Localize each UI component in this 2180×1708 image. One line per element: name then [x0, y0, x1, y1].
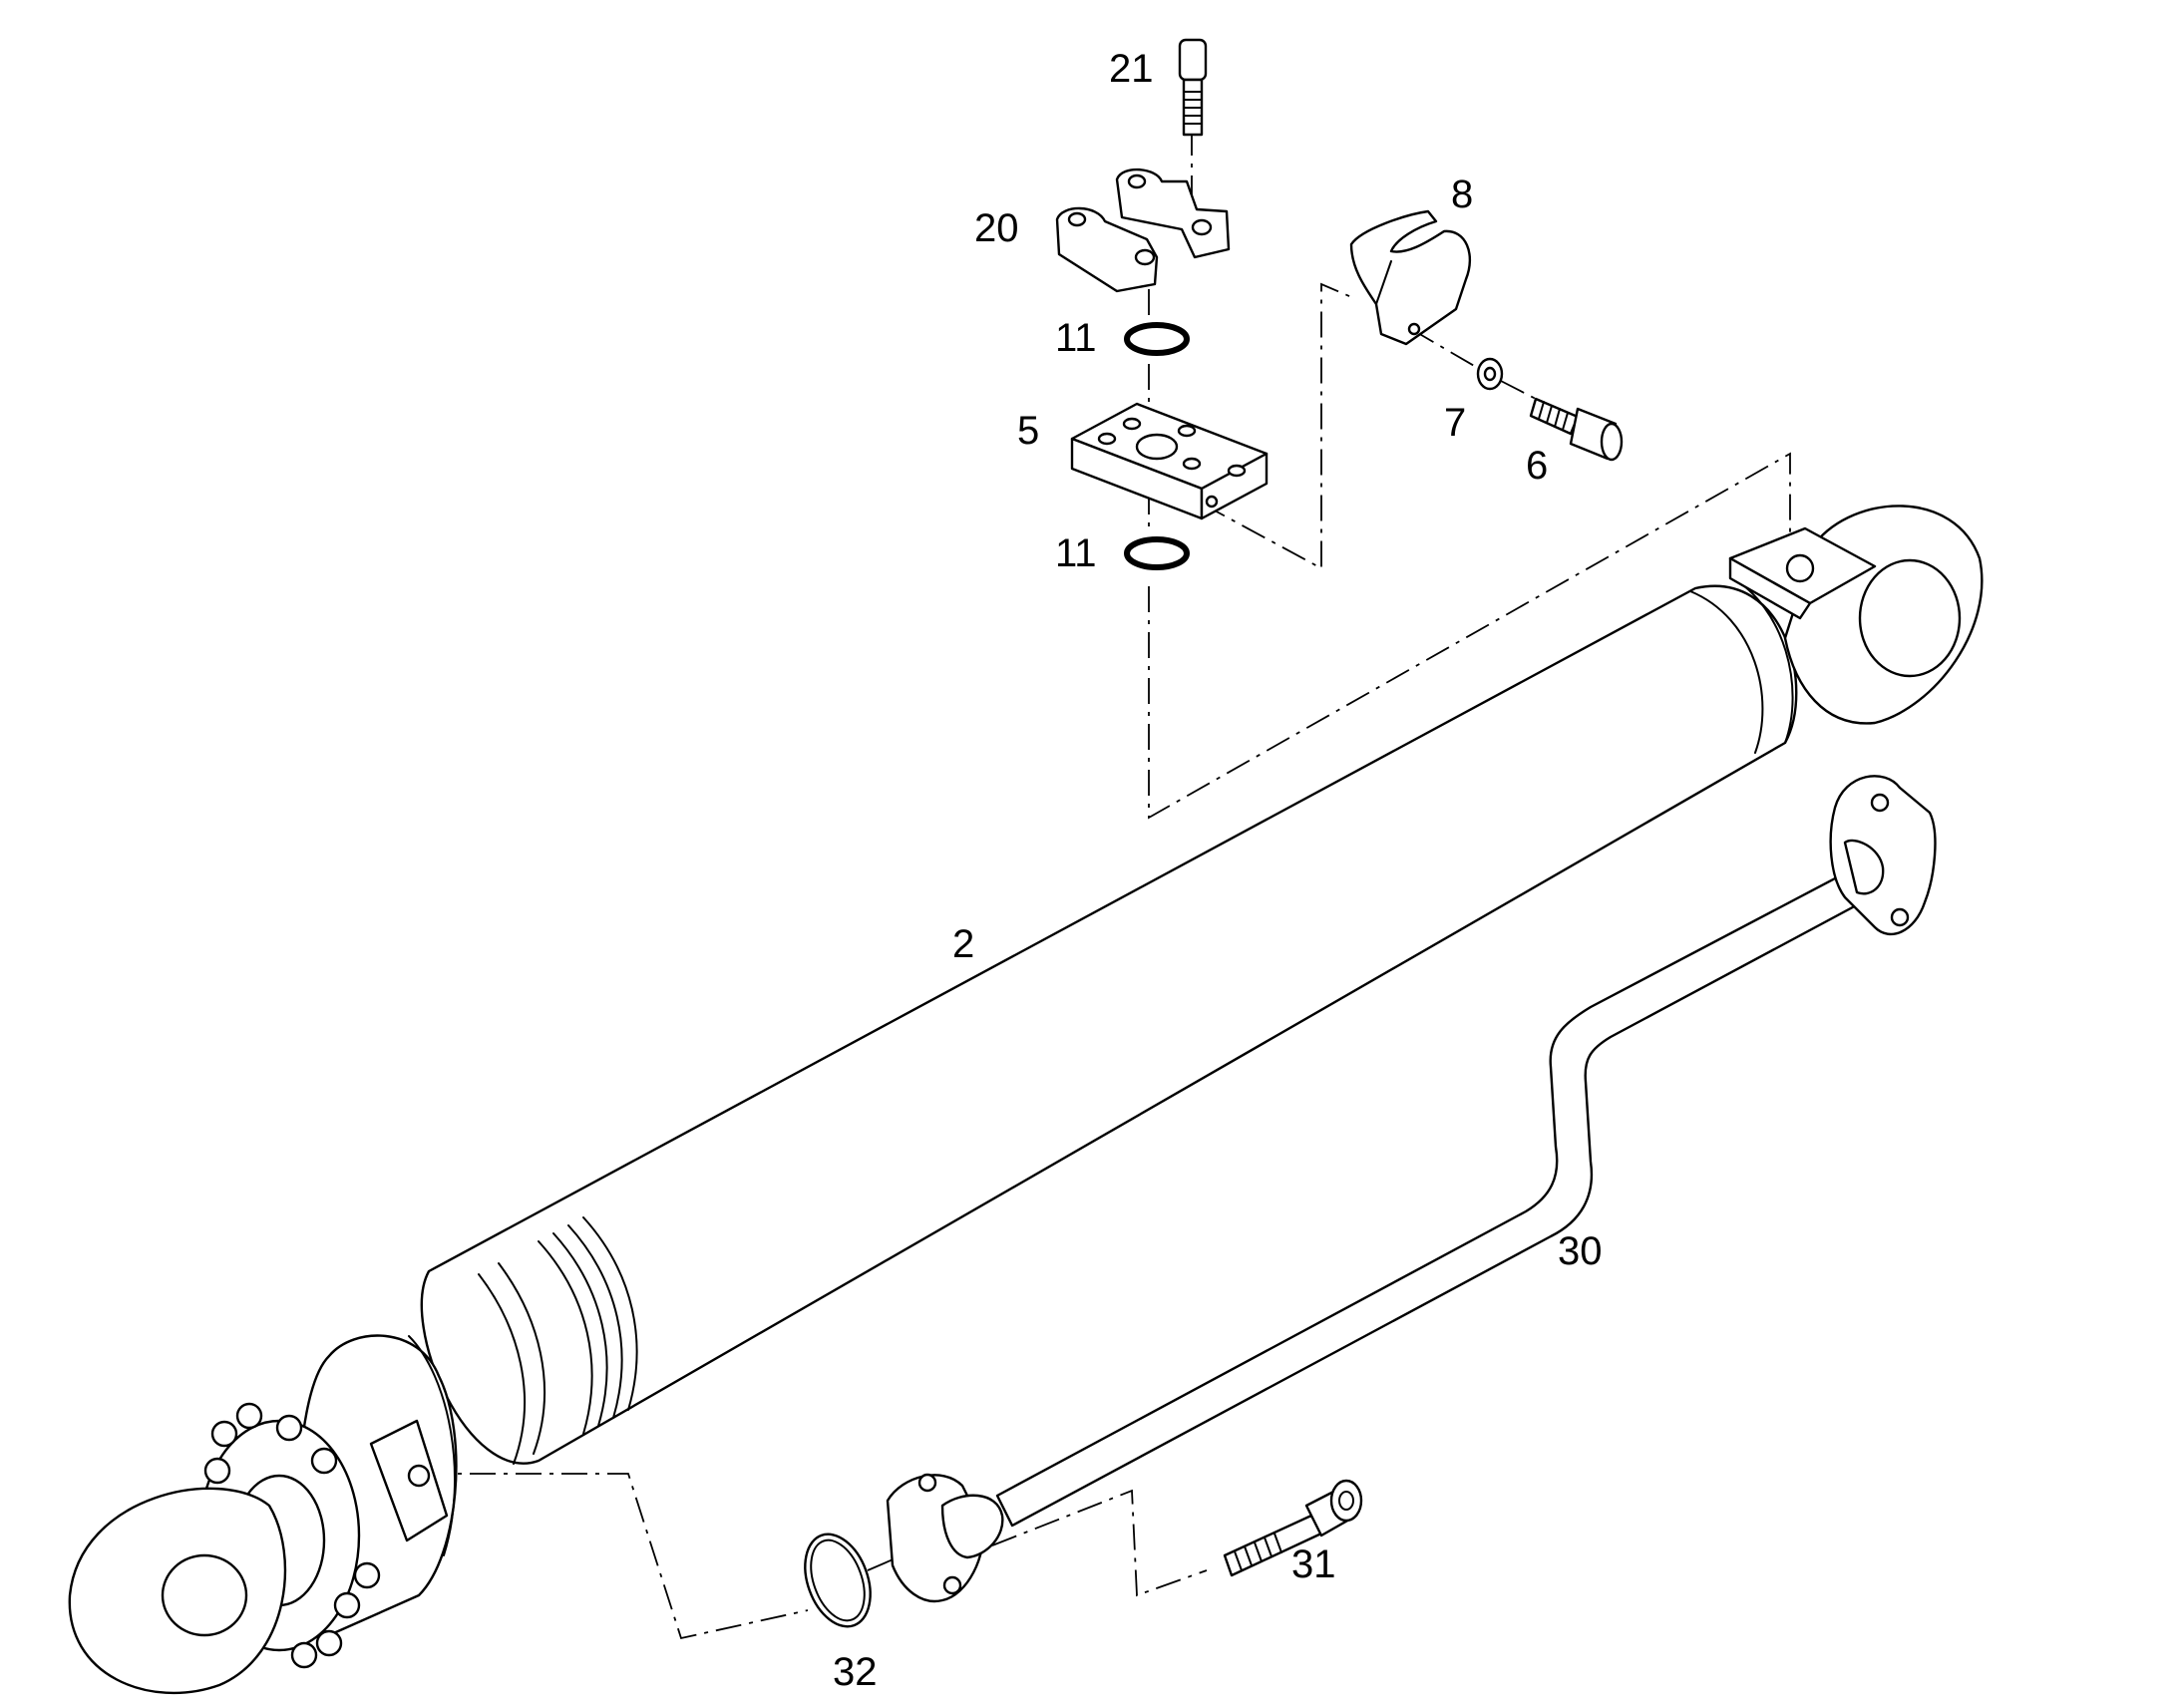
callout-5: 5	[1017, 409, 1039, 453]
leader-oring32-to-flange	[867, 1556, 899, 1571]
callout-11-bottom: 11	[1055, 531, 1097, 575]
leader-washer7-to-screw6	[1500, 380, 1537, 400]
head-collar-ring	[408, 1335, 457, 1556]
barrel-ring-6	[582, 1216, 638, 1411]
head-port-hole	[407, 1464, 431, 1488]
barrel-ring-5	[567, 1224, 623, 1419]
barrel-ring-4	[552, 1232, 608, 1427]
hydraulic-cylinder	[68, 505, 1984, 1695]
barrel-ring-3	[538, 1240, 593, 1435]
leader-port-to-oring32	[424, 1473, 809, 1640]
callout-6: 6	[1526, 444, 1548, 488]
base-eye-bore	[1858, 558, 1962, 678]
callout-2: 2	[952, 922, 974, 966]
leader-bracket8-to-washer7	[1410, 328, 1477, 368]
o-ring-32-inner	[810, 1538, 866, 1622]
barrel-ring-top-1	[1689, 590, 1764, 754]
o-ring-11-lower	[1124, 536, 1190, 570]
pipe-flange-top	[1829, 775, 1937, 936]
socket-screw-31	[1223, 1479, 1363, 1577]
callout-31: 31	[1291, 1542, 1336, 1586]
washer-7-hole	[1483, 366, 1497, 382]
base-port-side	[1728, 556, 1812, 620]
callout-21: 21	[1109, 47, 1154, 91]
pipe-clamp-bracket-8	[1349, 209, 1471, 346]
callout-7: 7	[1444, 401, 1466, 445]
hydraulic-pipe-30	[886, 775, 1937, 1603]
split-flange-halves-20	[1055, 168, 1231, 293]
socket-screw-6	[1529, 397, 1624, 462]
o-ring-11-upper	[1124, 322, 1190, 356]
leader-flange-to-screw31	[991, 1489, 1208, 1597]
head-flange-bolts	[203, 1402, 381, 1669]
leader-oring11-to-cylinder-port	[1148, 452, 1791, 820]
callout-20: 20	[974, 206, 1019, 250]
rod-eye-bore	[161, 1553, 248, 1637]
base-port-hole	[1785, 553, 1815, 583]
callout-32: 32	[833, 1650, 878, 1694]
callout-30: 30	[1558, 1229, 1603, 1273]
callout-labels: 21 20 8 11 5 7 6 11 2 30 31 32	[833, 47, 1603, 1694]
callout-8: 8	[1451, 172, 1473, 216]
barrel-ring-2	[498, 1262, 545, 1455]
barrel-ring-1	[478, 1273, 526, 1465]
cylinder-barrel	[420, 584, 1798, 1465]
port-block-5	[1070, 402, 1269, 520]
leader-block5-to-bracket8	[1201, 282, 1357, 570]
flange-half-lower	[1055, 206, 1159, 293]
socket-head-bolt-21	[1178, 38, 1208, 137]
callout-11-top: 11	[1055, 316, 1097, 360]
leader-lines	[424, 130, 1791, 1640]
